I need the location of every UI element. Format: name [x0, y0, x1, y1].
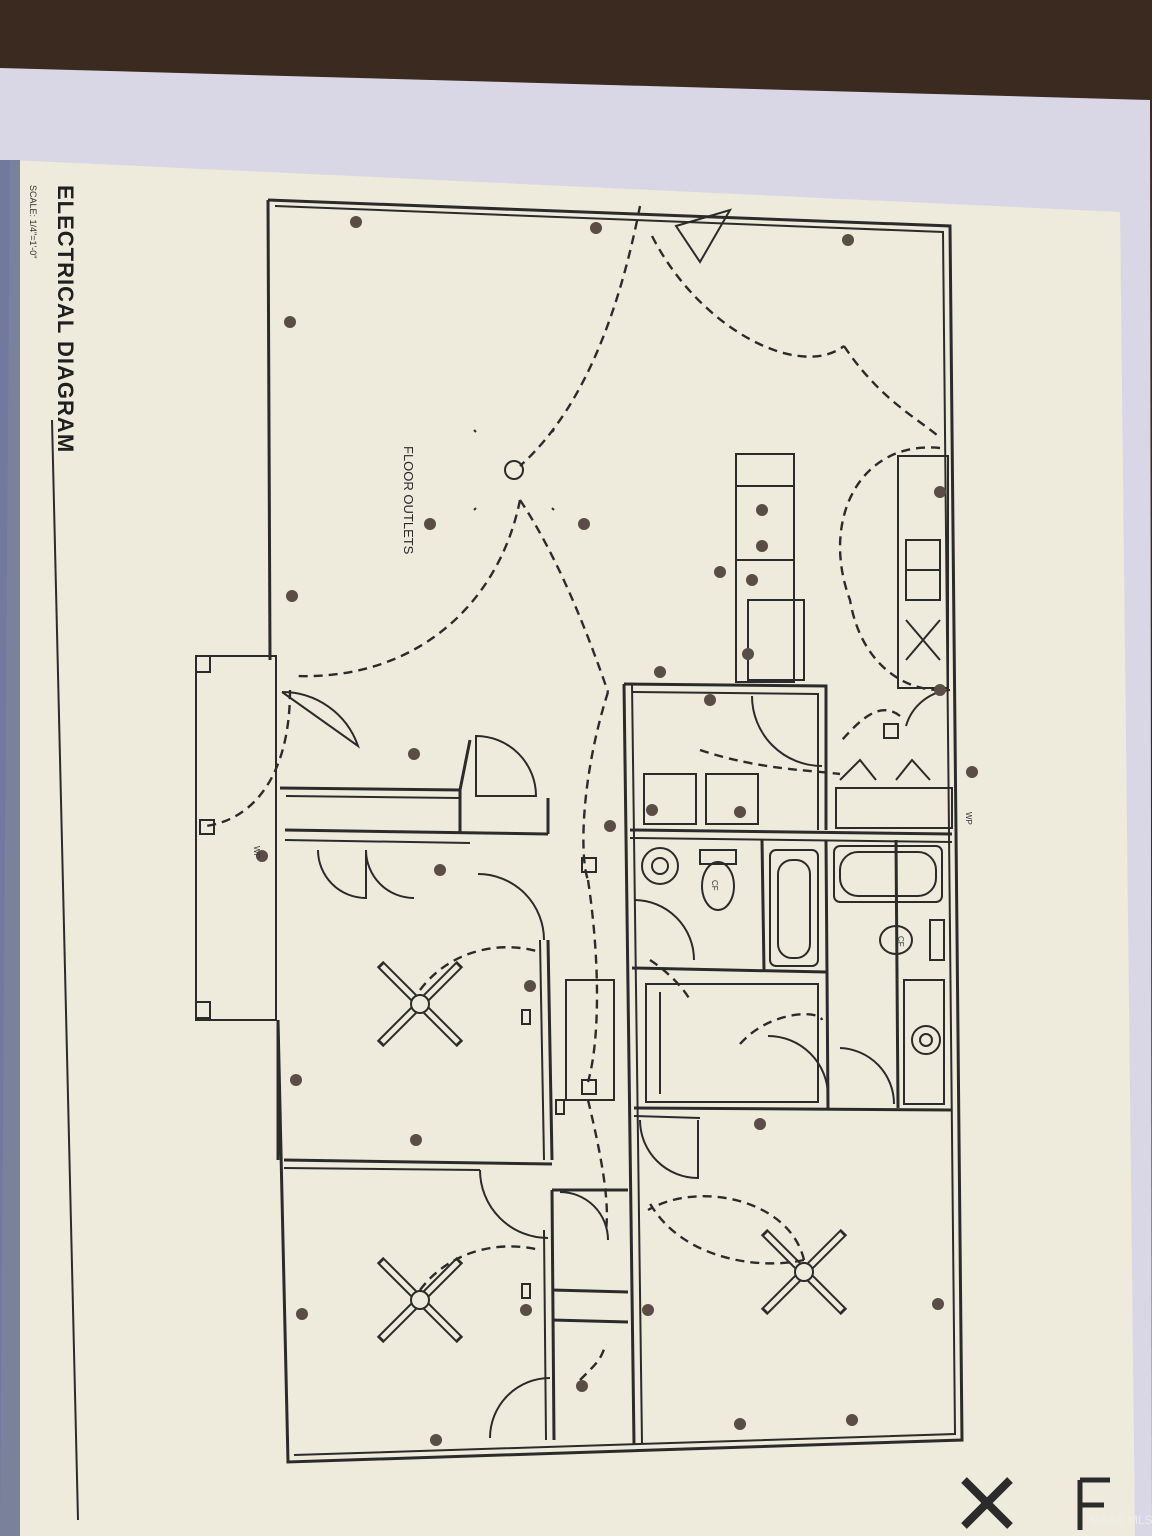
- switch-boxes: [199, 723, 899, 1299]
- outlets: [256, 216, 978, 1446]
- legend-fragment: [961, 1477, 1110, 1530]
- kitchen: [643, 453, 949, 825]
- wiring: [205, 205, 941, 1381]
- exterior-walls: [266, 198, 964, 1464]
- diagram-scale: SCALE: 1/4"=1'-0": [28, 185, 38, 258]
- title-rule: [51, 419, 79, 1521]
- bath-fixtures: [565, 845, 945, 1105]
- wp-label-right: WP: [964, 812, 973, 825]
- cf-label-1: CF: [710, 880, 719, 891]
- porch: [195, 655, 277, 1021]
- title-block: ELECTRICAL DIAGRAM SCALE: 1/4"=1'-0": [28, 185, 79, 1521]
- interior-walls: [279, 682, 953, 1445]
- ceiling-fans: [376, 429, 848, 1344]
- ceiling-fan-icon: [760, 1228, 848, 1316]
- floor-outlets-label: FLOOR OUTLETS: [401, 446, 416, 555]
- paper-sheet-inner: [0, 160, 1135, 1536]
- wp-label-left: WP: [252, 846, 261, 859]
- left-shadow: [0, 160, 20, 1536]
- watermark: MAAR MLS: [1090, 1513, 1152, 1527]
- ceiling-fan-icon: [376, 1256, 464, 1344]
- diagram-title: ELECTRICAL DIAGRAM: [53, 185, 78, 453]
- cf-label-2: CF: [896, 936, 905, 947]
- ceiling-fan-icon: [376, 960, 464, 1048]
- doors: [281, 208, 953, 1439]
